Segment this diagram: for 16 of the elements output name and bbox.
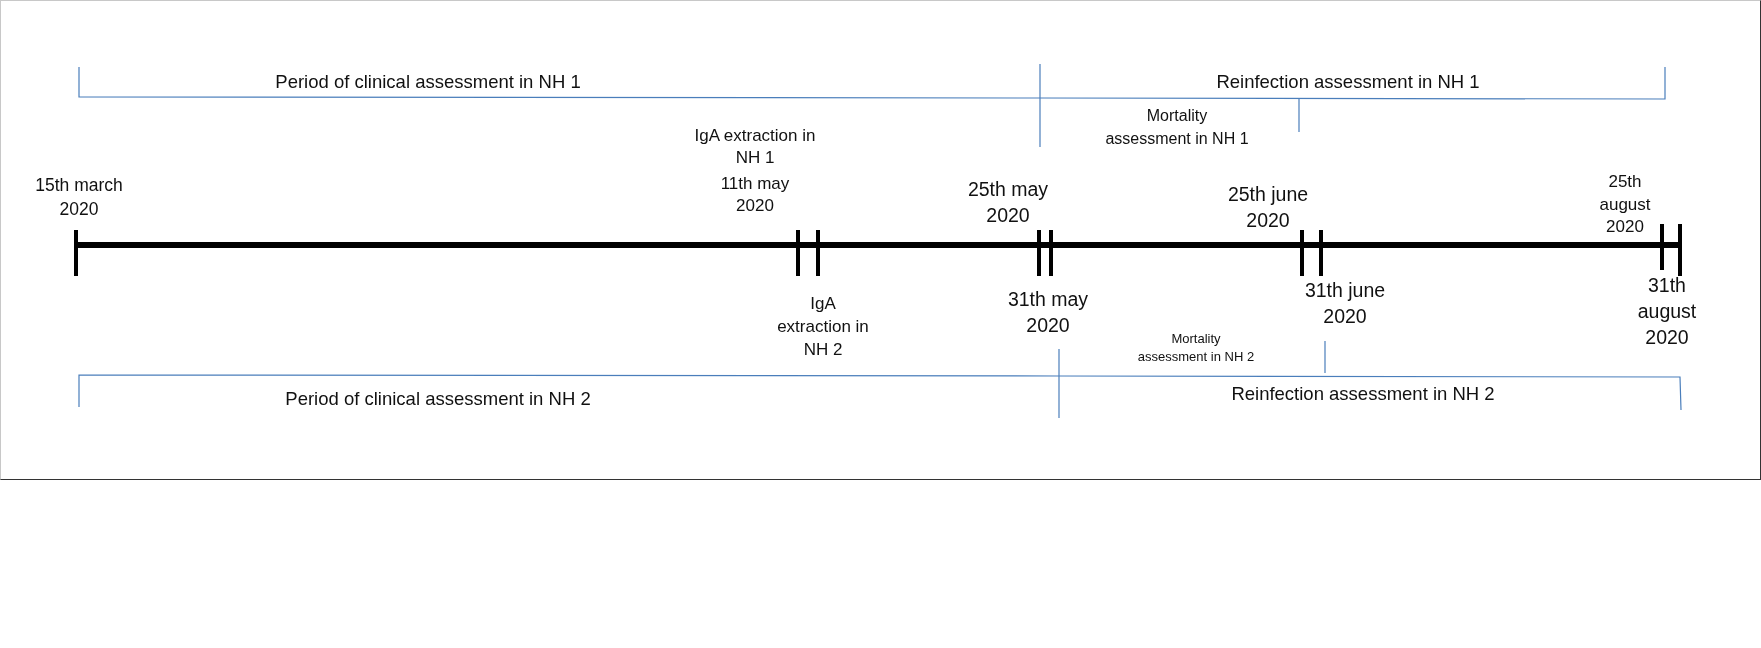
date-label: 25th august 2020 — [1598, 171, 1652, 238]
date-label: 25th may 2020 — [967, 177, 1049, 228]
date-label: 31th may 2020 — [1007, 287, 1089, 338]
date-label: 25th june 2020 — [1227, 182, 1309, 233]
date-label: 11th may 2020 — [720, 173, 790, 216]
event-label: Mortality assessment in NH 1 — [1104, 106, 1250, 149]
date-label: 15th march 2020 — [34, 174, 124, 221]
event-label: IgA extraction in NH 2 — [776, 293, 870, 361]
period-label: Reinfection assessment in NH 2 — [1230, 382, 1496, 406]
event-label: Mortality assessment in NH 2 — [1137, 330, 1255, 366]
event-label: IgA extraction in NH 1 — [694, 125, 816, 168]
period-label: Period of clinical assessment in NH 2 — [284, 387, 592, 411]
period-label: Reinfection assessment in NH 1 — [1215, 70, 1481, 94]
period-label: Period of clinical assessment in NH 1 — [274, 70, 582, 94]
date-label: 31th august 2020 — [1637, 273, 1697, 350]
date-label: 31th june 2020 — [1304, 278, 1386, 329]
